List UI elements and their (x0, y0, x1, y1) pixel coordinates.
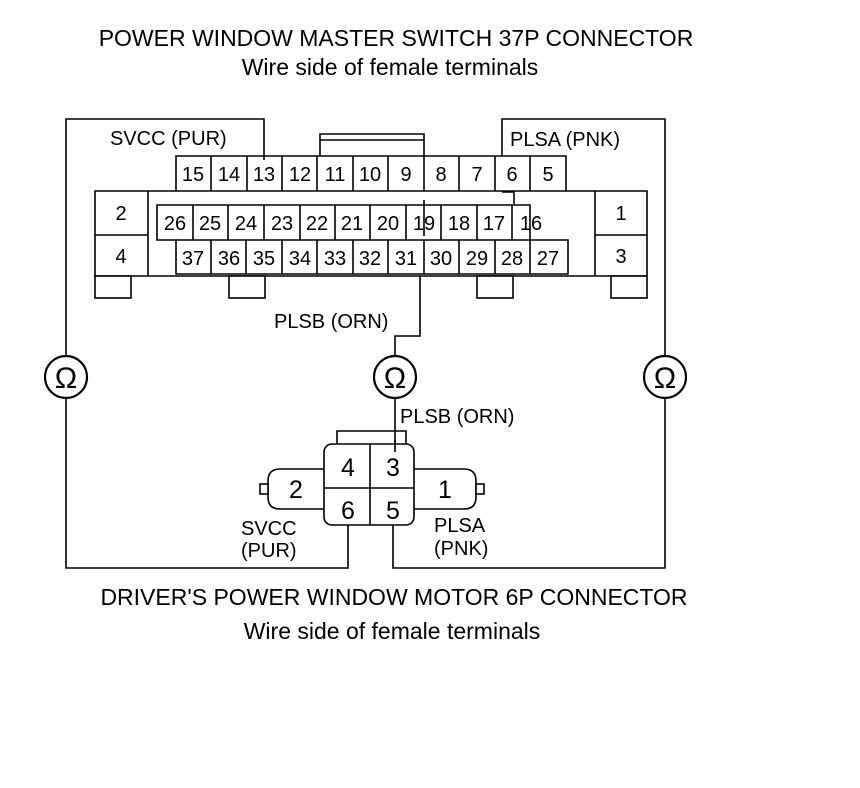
pin-25: 25 (199, 213, 221, 235)
pin-30: 30 (430, 248, 452, 270)
pin-15: 15 (182, 164, 204, 186)
pin-34: 34 (289, 248, 311, 270)
pin-16: 16 (520, 213, 542, 235)
pin-1: 1 (615, 203, 626, 225)
pin-21: 21 (341, 213, 363, 235)
ohm-icon: Ω (55, 362, 77, 395)
master-switch-37p-connector: 2 4 1 3 15 14 13 12 11 10 9 8 7 6 (94, 133, 648, 299)
pin-4: 4 (115, 246, 126, 268)
label-plsa-bottom-2: (PNK) (434, 538, 488, 560)
ohmmeter-left: Ω (43, 354, 89, 400)
pin-5-motor: 5 (386, 497, 400, 525)
pin-6: 6 (506, 164, 517, 186)
pin-1-motor: 1 (438, 476, 452, 504)
pin-23: 23 (271, 213, 293, 235)
ohmmeter-right: Ω (642, 354, 688, 400)
pin-8: 8 (435, 164, 446, 186)
pin-11: 11 (325, 164, 346, 186)
pin-18: 18 (448, 213, 470, 235)
pin-31: 31 (395, 248, 417, 270)
label-plsb-bottom: PLSB (ORN) (400, 406, 514, 428)
pin-32: 32 (359, 248, 381, 270)
pin-5: 5 (542, 164, 553, 186)
pin-row-1: 15 14 13 12 11 10 9 8 7 6 5 (176, 156, 566, 192)
pin-35: 35 (253, 248, 275, 270)
label-plsa-bottom-1: PLSA (434, 515, 486, 537)
pin-9: 9 (400, 164, 411, 186)
pin-12: 12 (289, 164, 311, 186)
pin-22: 22 (306, 213, 328, 235)
pin-29: 29 (466, 248, 488, 270)
pin-4-motor: 4 (341, 454, 355, 482)
pin-10: 10 (359, 164, 381, 186)
top-connector-title: POWER WINDOW MASTER SWITCH 37P CONNECTOR (99, 25, 694, 51)
pin-17: 17 (483, 213, 505, 235)
label-svcc-top: SVCC (PUR) (110, 128, 227, 150)
bottom-connector-title: DRIVER'S POWER WINDOW MOTOR 6P CONNECTOR (100, 584, 687, 610)
pin-27: 27 (537, 248, 559, 270)
pin-3: 3 (615, 246, 626, 268)
bottom-connector-subtitle: Wire side of female terminals (244, 618, 541, 644)
pin-rows-2-3: 26 25 24 23 22 21 20 19 18 17 16 37 36 3… (156, 204, 569, 275)
top-connector-subtitle: Wire side of female terminals (242, 54, 539, 80)
pin-36: 36 (218, 248, 240, 270)
pin-20: 20 (377, 213, 399, 235)
pin-3-motor: 3 (386, 454, 400, 482)
pin-7: 7 (471, 164, 482, 186)
pin-6-motor: 6 (341, 497, 355, 525)
ohm-icon: Ω (384, 362, 406, 395)
pin-2-motor: 2 (289, 476, 303, 504)
label-svcc-bottom-2: (PUR) (241, 540, 297, 562)
pin-2: 2 (115, 203, 126, 225)
pin-37: 37 (182, 248, 204, 270)
pin-24: 24 (235, 213, 257, 235)
probe-taps (263, 155, 515, 236)
label-plsa-top: PLSA (PNK) (510, 129, 620, 151)
pin-33: 33 (324, 248, 346, 270)
pin-14: 14 (218, 164, 240, 186)
motor-6p-connector: 4 3 6 5 2 1 (259, 430, 485, 526)
pin-13: 13 (253, 164, 275, 186)
label-svcc-bottom-1: SVCC (241, 518, 297, 540)
ohm-icon: Ω (654, 362, 676, 395)
ohmmeter-center: Ω (372, 354, 418, 400)
label-plsb-top: PLSB (ORN) (274, 311, 388, 333)
pin-26: 26 (164, 213, 186, 235)
pin-28: 28 (501, 248, 523, 270)
